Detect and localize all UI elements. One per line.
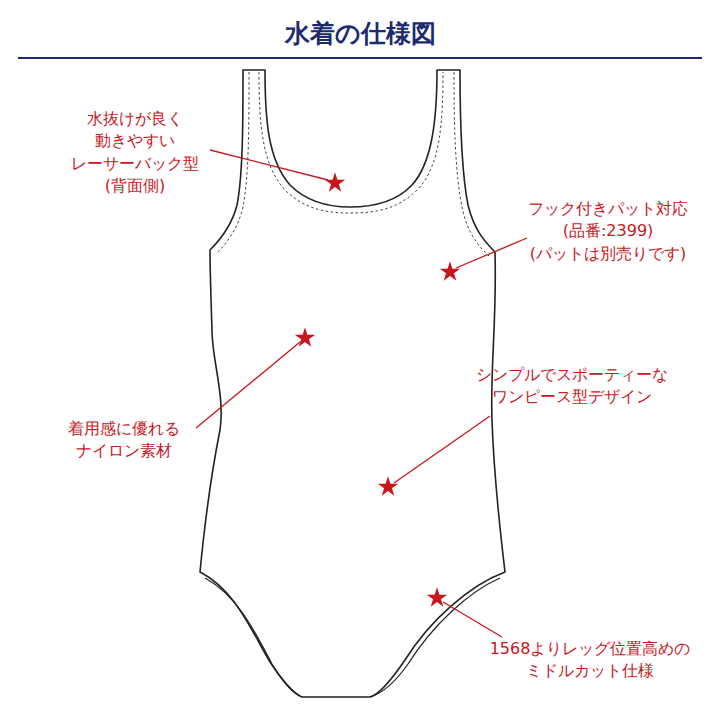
callout-note: フック付きパット対応 (品番:2399) (パットは別売りです) xyxy=(528,198,688,265)
star-markers xyxy=(295,172,460,606)
callout-note: 着用感に優れる ナイロン素材 xyxy=(68,418,180,463)
stitching xyxy=(216,72,489,256)
star-marker xyxy=(440,261,460,280)
callout-note: 水抜けが良く 動きやすい レーサーバック型 (背面側) xyxy=(71,108,199,198)
star-marker xyxy=(325,172,345,191)
star-marker xyxy=(295,327,315,346)
title-rule xyxy=(18,57,702,59)
leader-lines xyxy=(196,150,527,637)
swimsuit-outline xyxy=(200,70,505,697)
star-marker xyxy=(427,587,447,606)
title: 水着の仕様図 xyxy=(285,19,436,49)
star-marker xyxy=(378,476,398,495)
callout-note: シンプルでスポーティーな ワンピース型デザイン xyxy=(476,364,668,409)
callout-note: 1568よりレッグ位置高めの ミドルカット仕様 xyxy=(490,638,691,683)
